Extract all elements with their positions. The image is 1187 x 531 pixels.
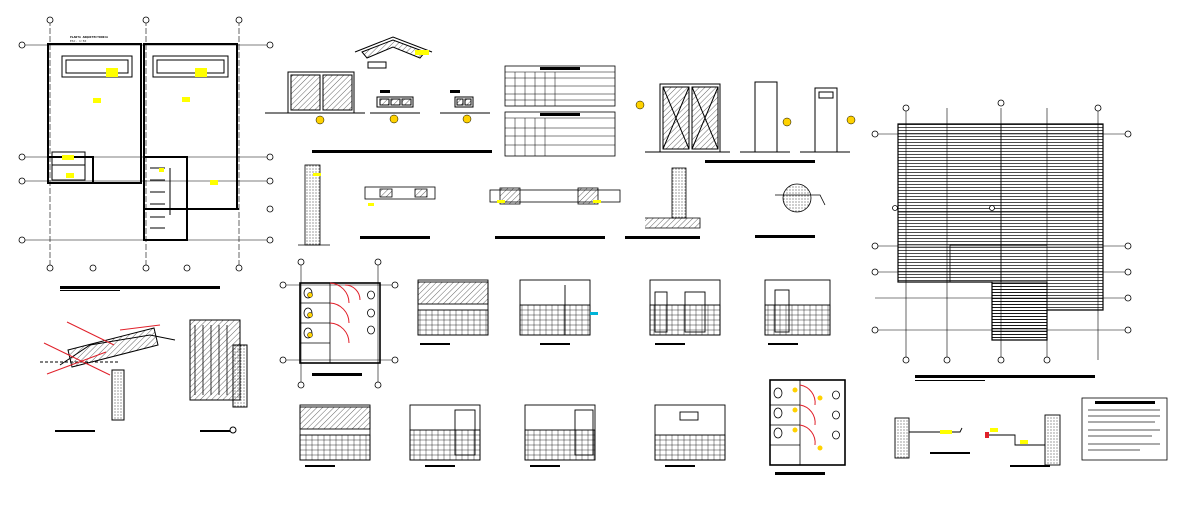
construction-details	[298, 164, 826, 246]
gutter-details	[894, 414, 1061, 467]
roof-plan	[871, 99, 1132, 381]
general-notes-box	[1081, 397, 1168, 461]
bathroom-elevations-row2	[299, 404, 726, 467]
wall-elevation-detail	[189, 319, 248, 434]
window-elevations	[265, 36, 492, 153]
window-schedule-table	[504, 65, 616, 107]
svg-text:ESC. 1:50: ESC. 1:50	[70, 39, 86, 43]
bathroom-plan-2	[769, 379, 846, 475]
door-elevations	[635, 81, 856, 163]
bathroom-plan	[279, 258, 399, 389]
roof-detail	[40, 321, 176, 432]
bathroom-elevations-row1	[417, 279, 831, 345]
floor-plan: PLANTA ARQUITECTONICA ESC. 1:50	[18, 16, 274, 291]
svg-text:PLANTA ARQUITECTONICA: PLANTA ARQUITECTONICA	[70, 35, 108, 39]
door-schedule-table	[504, 111, 616, 157]
